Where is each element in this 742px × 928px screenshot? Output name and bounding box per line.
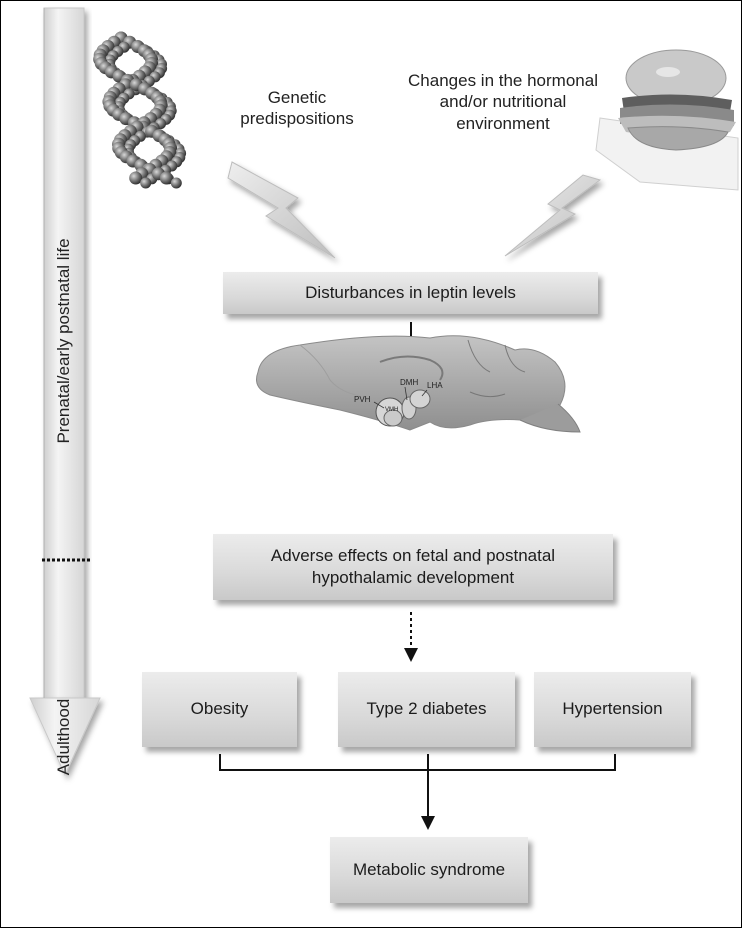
environment-line-3: environment: [456, 113, 550, 133]
timeline-arrow: [29, 7, 101, 777]
brain-sagittal-illustration: [256, 335, 581, 433]
left-lightning-bolt-icon: [227, 161, 336, 259]
dotted-arrow-to-adulthood: [404, 612, 418, 662]
leptin-disturbance-box: Disturbances in leptin levels: [223, 272, 598, 314]
hypertension-box: Hypertension: [534, 672, 691, 747]
type2-diabetes-text: Type 2 diabetes: [366, 699, 487, 719]
hypertension-text: Hypertension: [562, 699, 663, 719]
dna-atom: [129, 171, 143, 185]
metabolic-syndrome-box: Metabolic syndrome: [330, 837, 528, 903]
environment-changes-label: Changes in the hormonal and/or nutrition…: [398, 70, 608, 134]
adverse-effects-box: Adverse effects on fetal and postnatal h…: [213, 534, 613, 600]
genetic-predispositions-text: Genetic predispositions: [240, 88, 354, 129]
dna-atom: [140, 177, 152, 189]
environment-line-2: and/or nutritional: [439, 92, 567, 112]
leptin-disturbance-text: Disturbances in leptin levels: [305, 282, 516, 302]
dna-atom: [159, 171, 173, 185]
brain-label-vmh: VMH: [385, 407, 399, 413]
brain-label-dmh: DMH: [400, 378, 419, 387]
metabolic-syndrome-text: Metabolic syndrome: [352, 859, 506, 879]
outcomes-bracket-connector: [219, 754, 616, 830]
timeline-label-adulthood: Adulthood: [54, 698, 73, 776]
genetic-predispositions-label: Genetic predispositions: [232, 87, 362, 130]
brain-label-pvh: PVH: [354, 395, 371, 404]
brain-label-lha: LHA: [427, 381, 443, 390]
adverse-effects-line-1: Adverse effects on fetal and postnatal: [270, 545, 556, 565]
environment-line-1: Changes in the hormonal: [408, 71, 598, 90]
obesity-box: Obesity: [142, 672, 297, 747]
adverse-effects-line-2: hypothalamic development: [311, 568, 515, 587]
type2-diabetes-box: Type 2 diabetes: [338, 672, 515, 747]
burger-illustration: [595, 49, 739, 191]
obesity-text: Obesity: [190, 699, 249, 719]
right-lightning-bolt-icon: [504, 174, 602, 257]
dna-molecule-illustration: [93, 31, 187, 189]
timeline-label-prenatal: Prenatal/early postnatal life: [54, 238, 73, 444]
dna-atom: [170, 177, 182, 189]
